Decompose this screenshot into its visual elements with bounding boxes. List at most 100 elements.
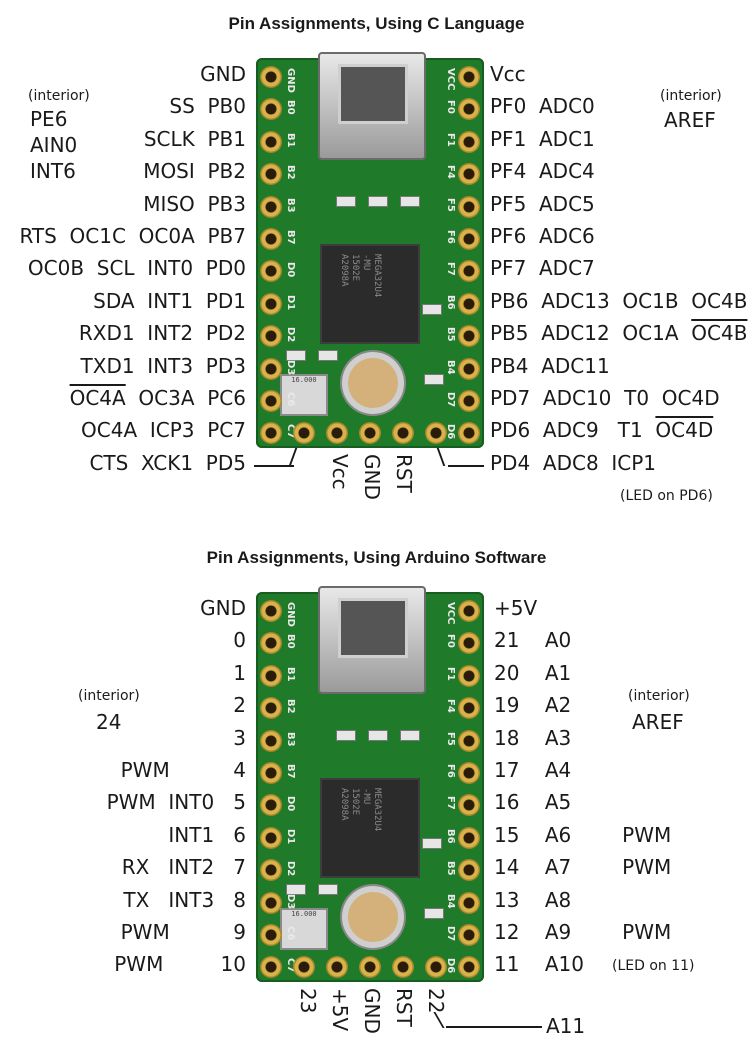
pin-pad bbox=[359, 956, 381, 979]
c-interior-left-line: PE6 bbox=[30, 107, 68, 131]
left-pin-label: CTS XCK1 PD5 bbox=[89, 450, 246, 475]
silk-label: B3 bbox=[285, 731, 296, 747]
left-pin-label: SS PB0 bbox=[169, 94, 246, 119]
a11-label: A11 bbox=[546, 1014, 586, 1038]
pin-pad bbox=[458, 664, 480, 687]
left-pin-label: INT1 6 bbox=[168, 822, 246, 847]
right-pin-label: 12 A9 PWM bbox=[494, 920, 672, 944]
right-pin-label: PB4 ADC11 bbox=[490, 353, 610, 378]
left-pin-label: PWM 9 bbox=[120, 920, 246, 944]
silk-label: D1 bbox=[285, 294, 296, 311]
silk-label: F5 bbox=[445, 731, 456, 746]
silk-label: F7 bbox=[445, 262, 456, 277]
arduino-section-title: Pin Assignments, Using Arduino Software bbox=[206, 548, 547, 567]
pin-pad bbox=[260, 422, 282, 445]
signal-text: OC3A PC6 bbox=[125, 386, 246, 410]
left-pin-label: OC0B SCL INT0 PD0 bbox=[27, 256, 246, 281]
pin-pad bbox=[458, 390, 480, 412]
a-bottom-22: 22 bbox=[424, 988, 448, 1014]
right-pin-label: 11 A10 bbox=[494, 952, 585, 977]
silk-label: F1 bbox=[445, 666, 456, 681]
signal-text: PB5 ADC12 OC1A bbox=[490, 321, 692, 346]
right-pin-label: PF5 ADC5 bbox=[490, 191, 595, 216]
pin-pad bbox=[260, 66, 282, 88]
right-pin-label: PD4 ADC8 ICP1 bbox=[490, 450, 657, 475]
pin-pad bbox=[260, 130, 282, 153]
pin-pad bbox=[458, 422, 480, 445]
pin-pad bbox=[260, 664, 282, 687]
pin-pad bbox=[326, 422, 348, 445]
silk-label: D3 bbox=[285, 893, 296, 909]
overline-signal: OC4B bbox=[691, 321, 748, 346]
pin-pad bbox=[458, 859, 480, 882]
left-pin-label: GND bbox=[200, 596, 246, 620]
right-pin-label: PF6 ADC6 bbox=[490, 224, 595, 248]
right-pin-label: 20 A1 bbox=[494, 660, 572, 685]
pin-pad bbox=[260, 390, 282, 412]
silk-label: B3 bbox=[285, 197, 296, 213]
left-pin-label: SCLK PB1 bbox=[143, 126, 246, 151]
right-pin-label: 13 A8 bbox=[494, 887, 572, 912]
pin-pad bbox=[260, 292, 282, 315]
crystal: 16.000 bbox=[280, 908, 328, 950]
left-pin-label: MOSI PB2 bbox=[143, 159, 246, 184]
silk-label: F5 bbox=[445, 197, 456, 212]
silk-label: GND bbox=[285, 602, 296, 627]
pin-pad bbox=[458, 66, 480, 88]
pin-pad bbox=[458, 891, 480, 914]
pin-pad bbox=[458, 956, 480, 979]
signal-text: PD6 ADC9 T1 bbox=[490, 418, 656, 443]
left-pin-label: GND bbox=[200, 62, 246, 86]
a-bottom-23: 23 bbox=[296, 988, 320, 1014]
reset-button bbox=[348, 358, 398, 408]
silk-label: B7 bbox=[285, 764, 296, 779]
teensy-board-c: MEGA32U4 -MU 1502E A2098A 16.000 bbox=[256, 52, 484, 448]
silk-label: B4 bbox=[445, 359, 456, 375]
right-pin-label: PF0 ADC0 bbox=[490, 94, 595, 119]
right-pin-label: PF4 ADC4 bbox=[490, 159, 595, 184]
pin-pad bbox=[458, 924, 480, 946]
silk-label: B0 bbox=[285, 100, 296, 115]
pin-pad bbox=[260, 956, 282, 979]
right-pin-label: 14 A7 PWM bbox=[494, 855, 672, 880]
left-pin-label: RTS OC1C OC0A PB7 bbox=[19, 224, 246, 248]
left-pin-label: TXD1 INT3 PD3 bbox=[80, 353, 246, 378]
pin-pad bbox=[458, 195, 480, 218]
right-pin-label: PB6 ADC13 OC1B OC4B bbox=[490, 288, 748, 313]
a-interior-right-line: AREF bbox=[632, 710, 684, 734]
pin-pad bbox=[260, 260, 282, 283]
silk-label: B4 bbox=[445, 893, 456, 909]
pin-pad bbox=[260, 891, 282, 914]
right-pin-label: 19 A2 bbox=[494, 693, 572, 718]
chip-marking: MEGA32U4 -MU 1502E A2098A bbox=[339, 254, 382, 298]
silk-label: B7 bbox=[285, 230, 296, 245]
left-pin-label: MISO PB3 bbox=[143, 191, 246, 216]
pin-pad bbox=[458, 697, 480, 720]
c-pd4-leader bbox=[448, 465, 484, 467]
c-section-title: Pin Assignments, Using C Language bbox=[228, 14, 525, 33]
pin-pad bbox=[458, 826, 480, 849]
silk-label: D7 bbox=[445, 392, 456, 408]
right-pin-label: PF7 ADC7 bbox=[490, 256, 595, 281]
right-pin-label: 18 A3 bbox=[494, 725, 572, 750]
silk-label: B0 bbox=[285, 634, 296, 649]
a-interior-left-line: 24 bbox=[96, 710, 122, 734]
a-led-note: (LED on 11) bbox=[612, 958, 695, 974]
pin-pad bbox=[458, 228, 480, 250]
pin-pad bbox=[260, 600, 282, 622]
microcontroller-chip: MEGA32U4 -MU 1502E A2098A bbox=[320, 244, 420, 344]
reset-button bbox=[348, 892, 398, 942]
c-bottom-gnd: GND bbox=[360, 454, 384, 500]
left-pin-label: PWM 4 bbox=[120, 758, 246, 782]
pin-pad bbox=[260, 826, 282, 849]
left-pin-label: SDA INT1 PD1 bbox=[93, 288, 246, 313]
silk-label: B6 bbox=[445, 294, 456, 310]
c-led-note: (LED on PD6) bbox=[620, 488, 713, 504]
pin-pad bbox=[260, 163, 282, 186]
pin-pad bbox=[458, 163, 480, 186]
silk-label: B2 bbox=[285, 699, 296, 714]
silk-label: F4 bbox=[445, 165, 456, 179]
pin-pad bbox=[458, 292, 480, 315]
pin-pad bbox=[260, 697, 282, 720]
silk-label: B1 bbox=[285, 132, 296, 148]
